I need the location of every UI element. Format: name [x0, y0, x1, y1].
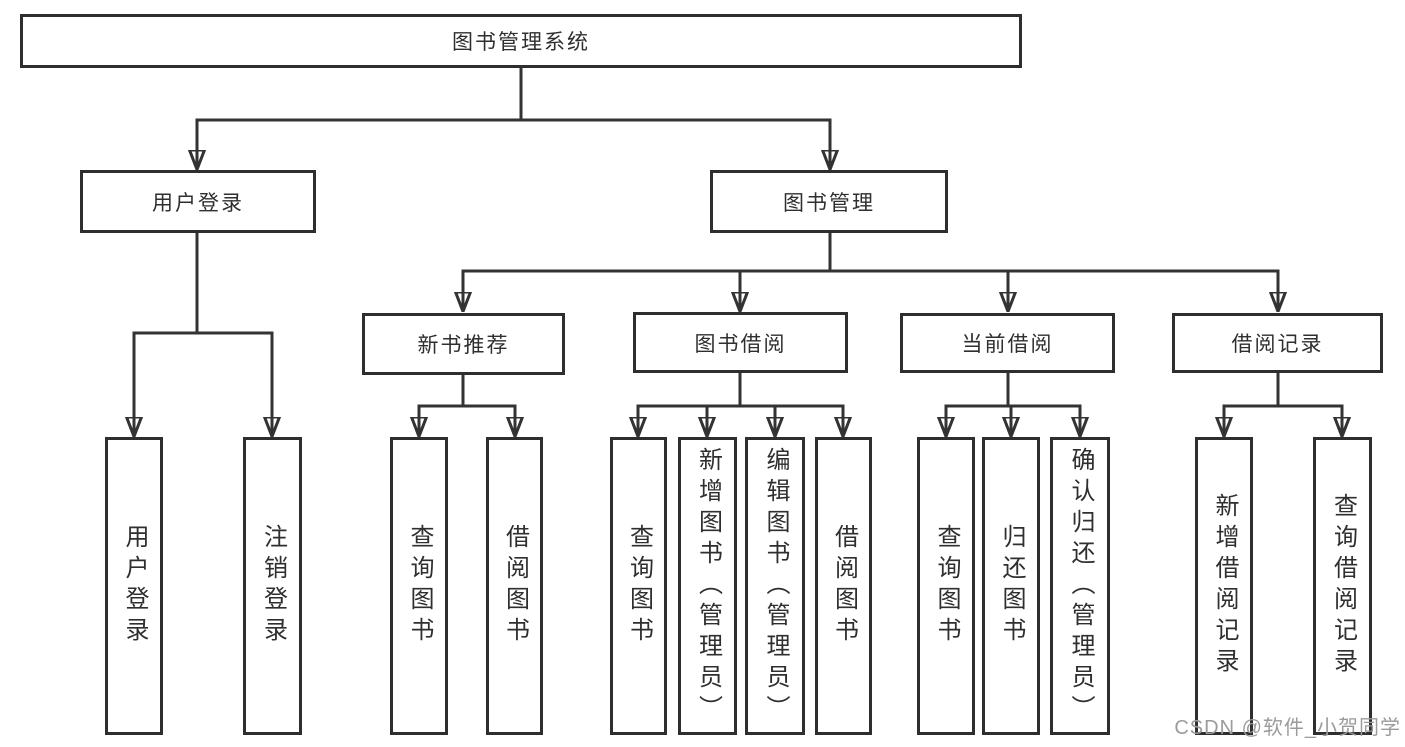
- leaf-confirm-return-admin: 确认归还（管理员）: [1050, 437, 1110, 735]
- node-user-login: 用户登录: [80, 170, 316, 233]
- watermark: CSDN @软件_小贺同学: [1174, 717, 1401, 739]
- leaf-borrow-books: 借阅图书: [815, 437, 872, 735]
- leaf-query-books-current: 查询图书: [917, 437, 975, 735]
- connector-root-to-level2: [196, 68, 832, 169]
- leaf-query-borrow-record: 查询借阅记录: [1313, 437, 1372, 735]
- connector-borrow-records-children: [1223, 373, 1344, 436]
- leaf-edit-books-admin: 编辑图书（管理员）: [745, 437, 805, 735]
- leaf-borrow-books-recommend: 借阅图书: [486, 437, 543, 735]
- leaf-add-books-admin: 新增图书（管理员）: [678, 437, 737, 735]
- node-current-borrow: 当前借阅: [900, 313, 1115, 373]
- node-new-book-recommend: 新书推荐: [362, 313, 565, 375]
- connector-book-borrow-children: [637, 373, 845, 436]
- leaf-add-borrow-record: 新增借阅记录: [1195, 437, 1253, 735]
- connector-current-borrow-children: [945, 373, 1082, 436]
- node-borrow-records: 借阅记录: [1172, 313, 1383, 373]
- connector-user-login-children: [133, 233, 274, 436]
- leaf-logout: 注销登录: [243, 437, 302, 735]
- leaf-user-login: 用户登录: [105, 437, 163, 735]
- leaf-query-books-recommend: 查询图书: [390, 437, 448, 735]
- node-book-borrow: 图书借阅: [633, 312, 848, 373]
- leaf-return-books: 归还图书: [982, 437, 1040, 735]
- connector-new-book-recommend-children: [418, 375, 517, 436]
- node-book-management: 图书管理: [710, 170, 948, 233]
- leaf-query-books-borrow: 查询图书: [610, 437, 667, 735]
- connector-book-management-children: [462, 233, 1280, 311]
- node-root: 图书管理系统: [20, 14, 1022, 68]
